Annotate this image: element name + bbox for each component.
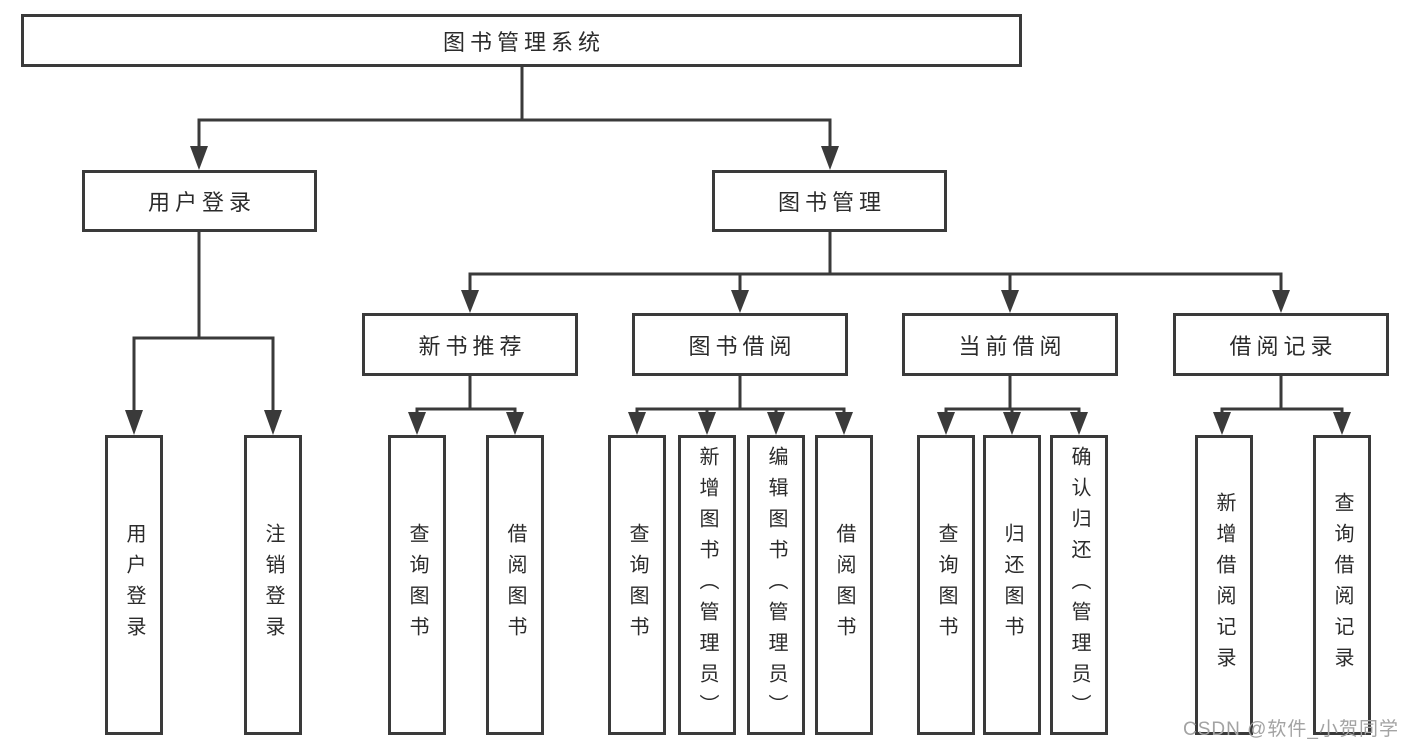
leaf-add-borrow-record: 新增借阅记录: [1195, 435, 1253, 735]
node-label: 图书借阅: [688, 333, 797, 359]
node-new-book-recommend: 新书推荐: [362, 313, 578, 376]
node-current-borrow: 当前借阅: [902, 313, 1118, 376]
leaf-label: 查询图书: [626, 523, 648, 647]
leaf-query-books-recommend: 查询图书: [388, 435, 446, 735]
leaf-label: 新增借阅记录: [1213, 492, 1235, 678]
leaf-label: 查询借阅记录: [1331, 492, 1353, 678]
leaf-label: 借阅图书: [833, 523, 855, 647]
node-label: 借阅记录: [1229, 333, 1338, 359]
leaf-label: 查询图书: [406, 523, 428, 647]
leaf-label: 确认归还（管理员）: [1068, 445, 1090, 725]
leaf-borrow-books-recommend: 借阅图书: [486, 435, 544, 735]
node-label: 当前借阅: [958, 333, 1067, 359]
node-label: 图书管理: [777, 190, 886, 215]
leaf-query-books-current: 查询图书: [917, 435, 975, 735]
leaf-query-books-borrow: 查询图书: [608, 435, 666, 735]
leaf-user-login: 用户登录: [105, 435, 163, 735]
leaf-label: 查询图书: [935, 523, 957, 647]
node-library-management-system: 图书管理系统: [21, 14, 1022, 67]
leaf-label: 注销登录: [262, 523, 284, 647]
node-book-management: 图书管理: [712, 170, 947, 232]
leaf-label: 归还图书: [1001, 523, 1023, 647]
node-label: 用户登录: [147, 190, 256, 215]
leaf-add-book-admin: 新增图书（管理员）: [678, 435, 736, 735]
node-label: 新书推荐: [418, 333, 527, 359]
leaf-label: 新增图书（管理员）: [696, 445, 718, 725]
node-borrow-records: 借阅记录: [1173, 313, 1389, 376]
leaf-borrow-books: 借阅图书: [815, 435, 873, 735]
leaf-return-books: 归还图书: [983, 435, 1041, 735]
leaf-label: 借阅图书: [504, 523, 526, 647]
node-user-login: 用户登录: [82, 170, 317, 232]
leaf-edit-book-admin: 编辑图书（管理员）: [747, 435, 805, 735]
leaf-confirm-return-admin: 确认归还（管理员）: [1050, 435, 1108, 735]
leaf-label: 用户登录: [123, 523, 145, 647]
leaf-query-borrow-record: 查询借阅记录: [1313, 435, 1371, 735]
leaf-logout: 注销登录: [244, 435, 302, 735]
node-label: 图书管理系统: [442, 29, 605, 55]
leaf-label: 编辑图书（管理员）: [765, 445, 787, 725]
node-book-borrow: 图书借阅: [632, 313, 848, 376]
csdn-watermark: CSDN @软件_小贺同学: [1183, 719, 1399, 740]
